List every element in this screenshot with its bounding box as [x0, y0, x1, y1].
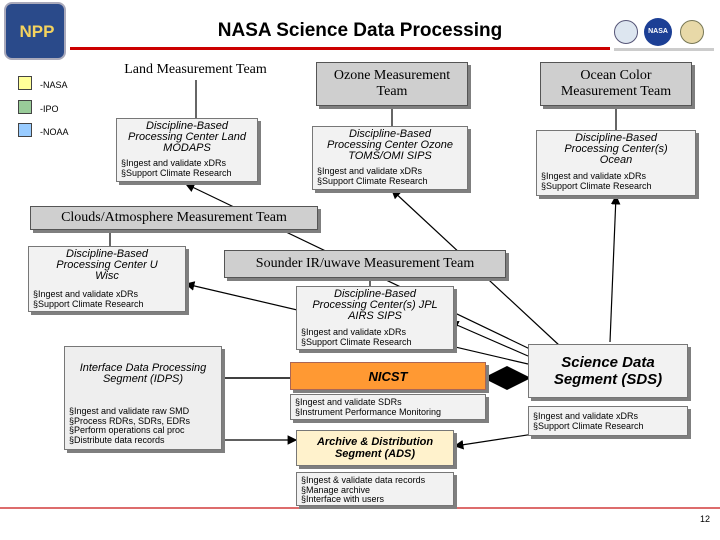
ocean-team-label: Ocean Color Measurement Team: [560, 68, 672, 99]
legend-swatch-noaa: [18, 123, 32, 137]
clouds-team-header: Clouds/Atmosphere Measurement Team: [30, 206, 318, 230]
sounder-center-title: Discipline-Based Processing Center(s) JP…: [312, 288, 438, 322]
ads-bullet-3: §Interface with users: [301, 494, 385, 504]
ads-bullets-box: §Ingest & validate data records §Manage …: [296, 472, 454, 506]
ocean-bullet-1: §Ingest and validate xDRs: [541, 171, 647, 181]
idps-bullet-1: §Ingest and validate raw SMD: [69, 406, 190, 416]
agency-logos: NASA: [614, 18, 716, 54]
idps-bullet-3: §Perform operations cal proc: [69, 425, 185, 435]
nicst-box: NICST: [290, 362, 486, 390]
idps-title: Interface Data Processing Segment (IDPS): [79, 362, 207, 385]
legend-label-noaa: -NOAA: [40, 127, 69, 137]
clouds-bullet-2: §Support Climate Research: [33, 298, 144, 309]
sounder-bullet-2: §Support Climate Research: [301, 336, 412, 347]
legend: -NASA -IPO -NOAA: [18, 76, 98, 146]
line-sds-to-ocean: [609, 194, 621, 343]
land-bullet-1: §Ingest and validate xDRs: [121, 158, 227, 168]
page-number: 12: [699, 514, 710, 524]
npp-logo: NPP: [4, 2, 66, 60]
sds-bullet-1: §Ingest and validate xDRs: [533, 411, 639, 421]
ozone-bullet-1: §Ingest and validate xDRs: [317, 166, 423, 176]
legend-swatch-ipo: [18, 100, 32, 114]
nicst-title: NICST: [368, 368, 408, 384]
ads-bullet-2: §Manage archive: [301, 484, 371, 495]
ocean-bullet-2: §Support Climate Research: [541, 180, 652, 191]
logos-underline: [614, 48, 714, 51]
clouds-bullet-1: §Ingest and validate xDRs: [33, 289, 139, 299]
line-sds-to-sounder: [448, 320, 529, 357]
clouds-team-label: Clouds/Atmosphere Measurement Team: [61, 210, 287, 225]
ads-bullet-1: §Ingest & validate data records: [301, 475, 426, 485]
top-rule: [70, 47, 610, 50]
clouds-center-title: Discipline-Based Processing Center U Wis…: [56, 248, 158, 282]
land-center-title: Discipline-Based Processing Center Land …: [127, 120, 246, 154]
land-team-label: Land Measurement Team: [98, 62, 293, 78]
legend-swatch-nasa: [18, 76, 32, 90]
idps-bullet-2: §Process RDRs, SDRs, EDRs: [69, 415, 191, 426]
sounder-team-label: Sounder IR/uwave Measurement Team: [255, 256, 475, 271]
ozone-center-title: Discipline-Based Processing Center Ozone…: [327, 128, 453, 162]
land-bullet-2: §Support Climate Research: [121, 167, 232, 178]
ocean-team-header: Ocean Color Measurement Team: [540, 62, 692, 106]
legend-label-nasa: -NASA: [40, 80, 68, 90]
clouds-center-box: Discipline-Based Processing Center U Wis…: [28, 246, 186, 312]
idps-box: Interface Data Processing Segment (IDPS)…: [64, 346, 222, 450]
sounder-center-box: Discipline-Based Processing Center(s) JP…: [296, 286, 454, 350]
ads-header: Archive & Distribution Segment (ADS): [296, 430, 454, 466]
dod-seal-icon: [680, 20, 704, 44]
idps-bullet-4: §Distribute data records: [69, 434, 165, 445]
sds-bullet-2: §Support Climate Research: [533, 420, 644, 431]
npp-logo-text: NPP: [19, 22, 55, 41]
ocean-center-title: Discipline-Based Processing Center(s) Oc…: [564, 132, 668, 166]
page-title: NASA Science Data Processing: [217, 20, 503, 41]
sds-bullets-box: §Ingest and validate xDRs §Support Clima…: [528, 406, 688, 436]
land-center-box: Discipline-Based Processing Center Land …: [116, 118, 258, 182]
sds-title: Science Data Segment (SDS): [553, 354, 663, 388]
ozone-team-header: Ozone Measurement Team: [316, 62, 468, 106]
nicst-bullet-1: §Ingest and validate SDRs: [295, 397, 402, 407]
ads-title: Archive & Distribution Segment (ADS): [316, 436, 434, 460]
sounder-team-header: Sounder IR/uwave Measurement Team: [224, 250, 506, 278]
ozone-bullet-2: §Support Climate Research: [317, 175, 428, 186]
nasa-logo-icon: NASA: [644, 18, 672, 46]
sds-header: Science Data Segment (SDS): [528, 344, 688, 398]
sounder-bullet-1: §Ingest and validate xDRs: [301, 327, 407, 337]
ozone-team-label: Ozone Measurement Team: [333, 68, 451, 99]
ozone-center-box: Discipline-Based Processing Center Ozone…: [312, 126, 468, 190]
ocean-center-box: Discipline-Based Processing Center(s) Oc…: [536, 130, 696, 196]
seal-icon: [614, 20, 638, 44]
nicst-bullet-2: §Instrument Performance Monitoring: [295, 406, 442, 417]
legend-label-ipo: -IPO: [40, 104, 59, 114]
nicst-bullets-box: §Ingest and validate SDRs §Instrument Pe…: [290, 394, 486, 420]
